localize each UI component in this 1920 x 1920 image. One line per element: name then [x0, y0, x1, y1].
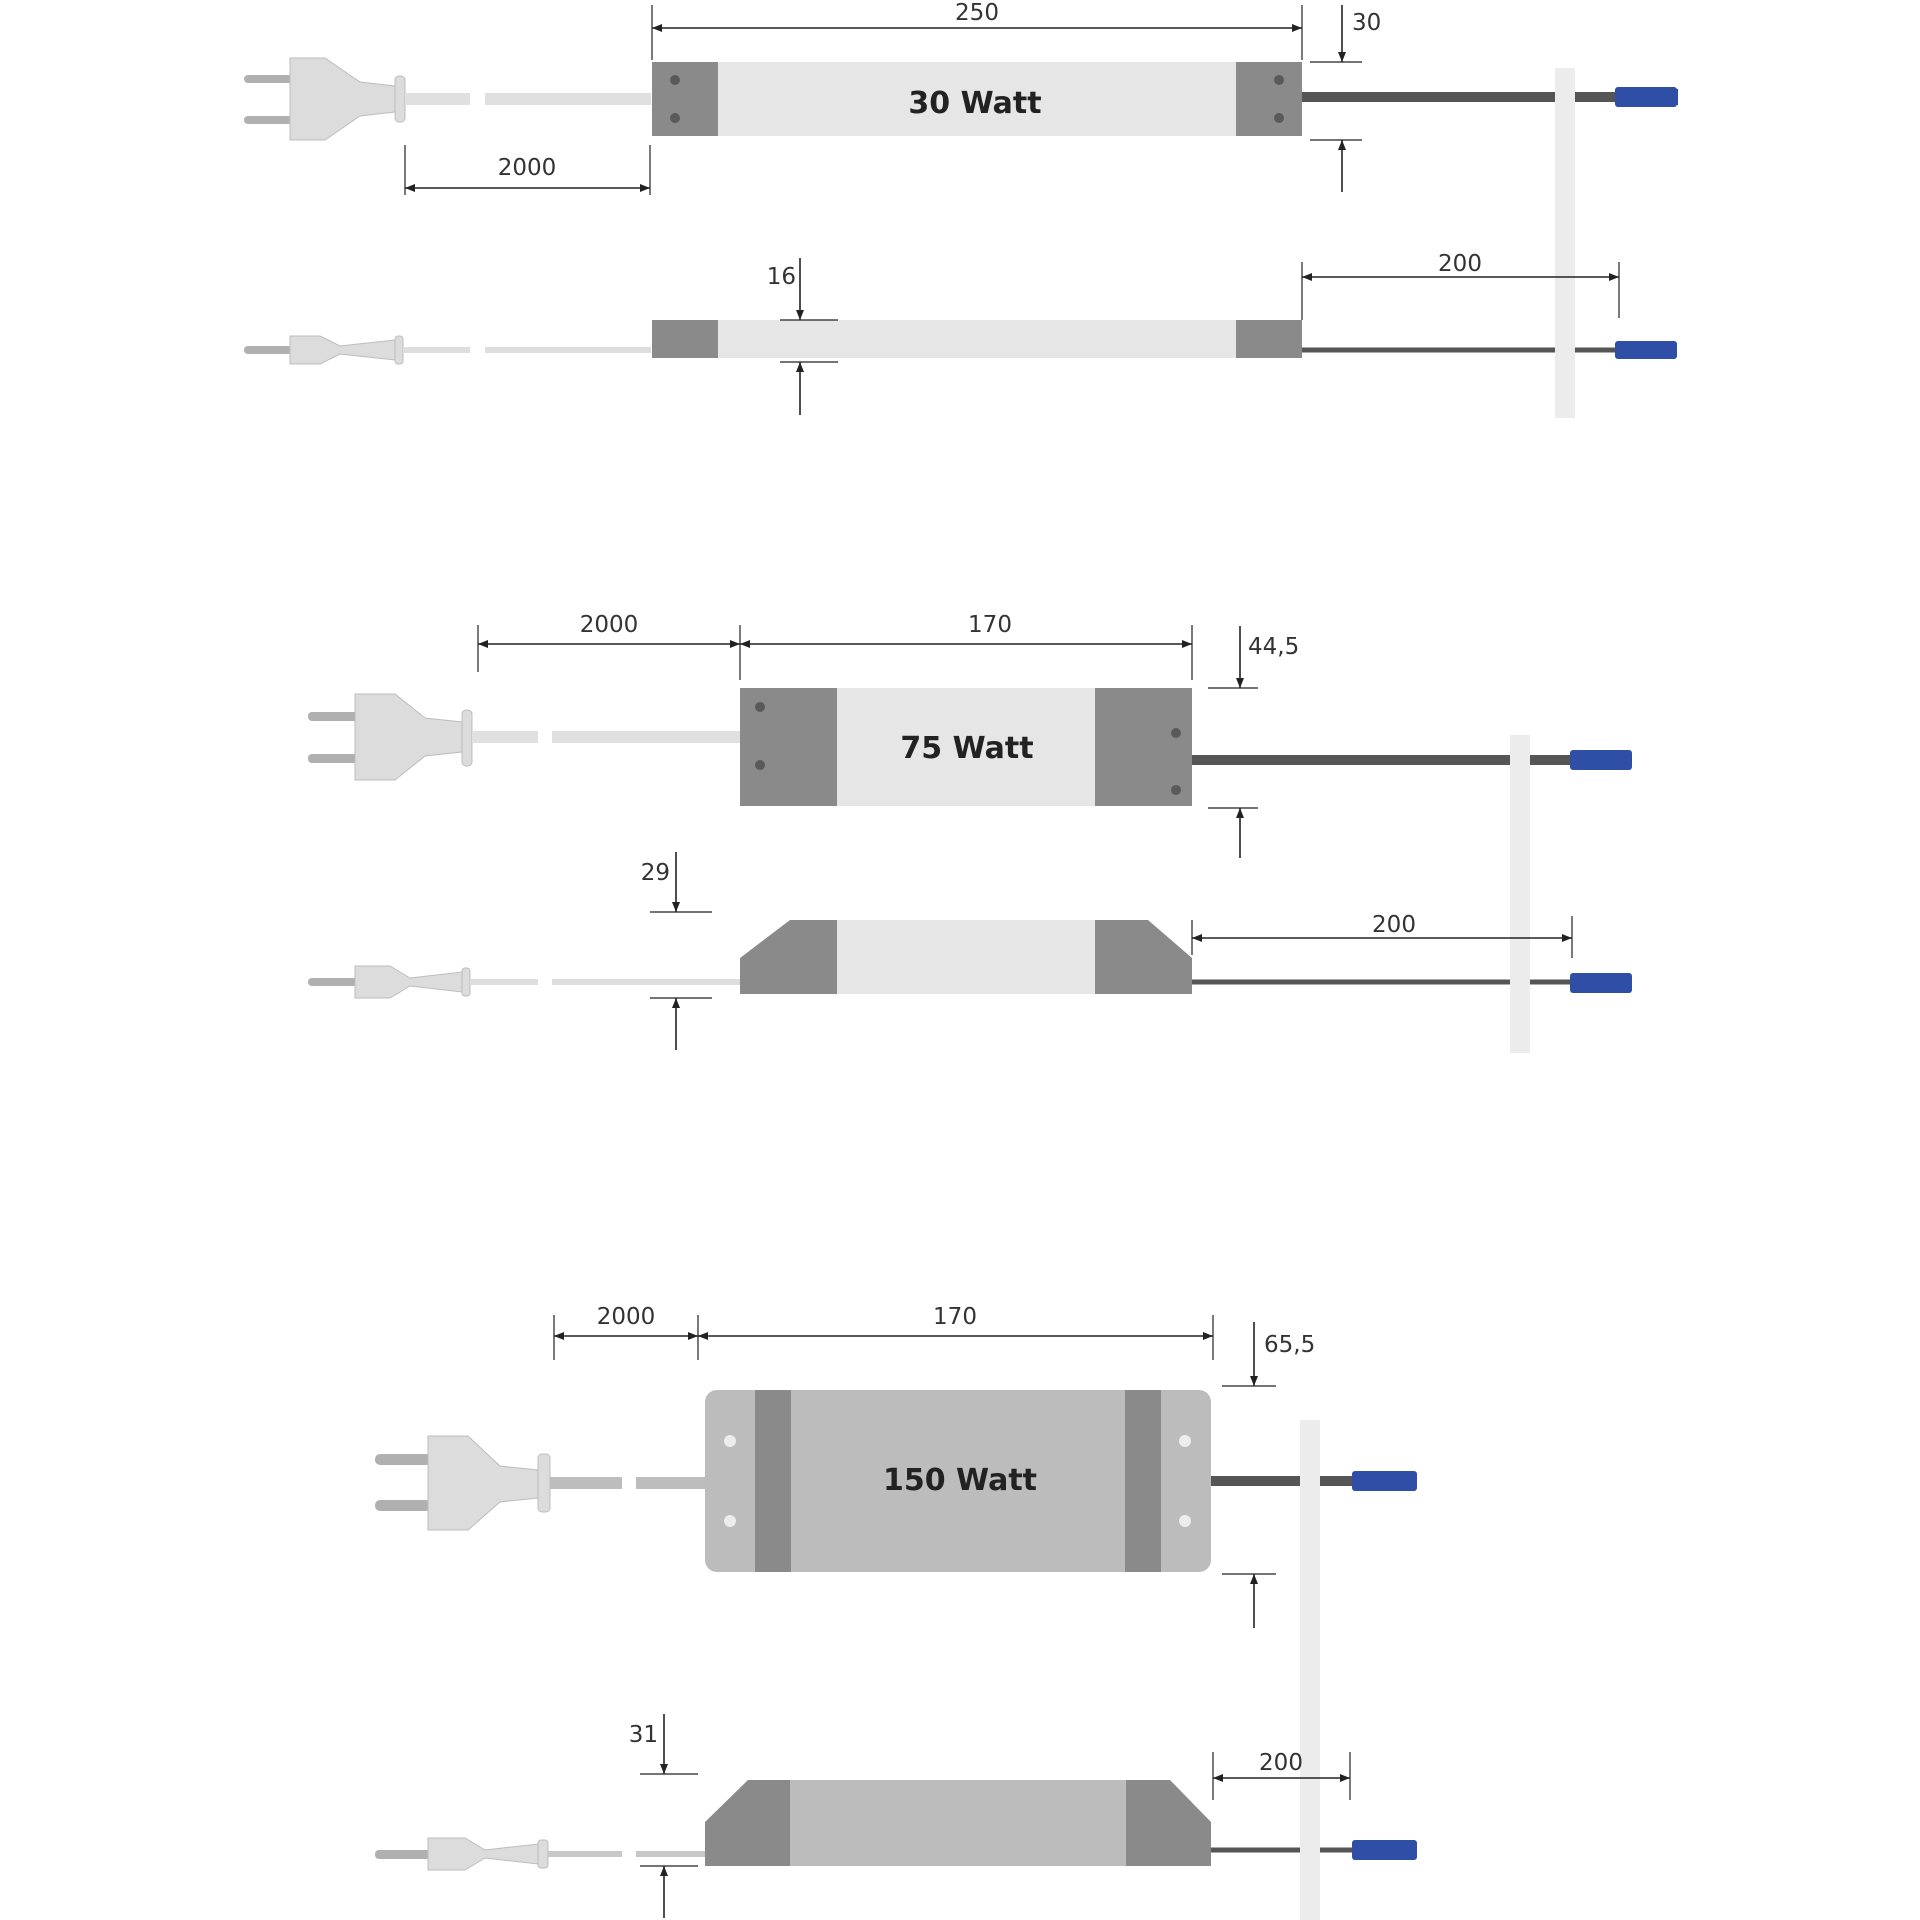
unit-30w: 30 Watt — [244, 0, 1678, 418]
dimension-height-150w: 65,5 — [1222, 1322, 1315, 1628]
connector-icon — [1615, 341, 1677, 359]
connector-icon — [1352, 1471, 1417, 1491]
mounting-wall-150w — [1300, 1420, 1320, 1920]
dimension-depth-150w: 31 — [629, 1714, 698, 1918]
housing-75w-side — [740, 920, 1192, 994]
unit-75w-top-view: 75 Watt — [308, 688, 1632, 806]
svg-text:44,5: 44,5 — [1248, 634, 1299, 660]
dimension-cable-out-30w: 200 — [1301, 251, 1620, 320]
svg-text:16: 16 — [767, 264, 796, 290]
svg-text:250: 250 — [955, 0, 999, 26]
unit-150w-side-view — [375, 1780, 1417, 1871]
svg-text:170: 170 — [933, 1304, 977, 1330]
connector-icon — [1570, 750, 1632, 770]
unit-30w-side-view — [244, 320, 1677, 365]
plug-icon — [244, 57, 406, 141]
svg-text:200: 200 — [1259, 1750, 1303, 1776]
watt-label: 75 Watt — [900, 731, 1033, 766]
svg-text:31: 31 — [629, 1722, 658, 1748]
dimension-cable-out-75w: 200 — [1191, 912, 1573, 958]
housing-30w-side — [652, 320, 1302, 358]
connector-icon — [1570, 973, 1632, 993]
dimension-cable-out-150w: 200 — [1212, 1750, 1351, 1800]
connector-icon — [1615, 87, 1678, 107]
dimension-length-150w: 170 — [698, 1304, 1214, 1360]
housing-150w-side — [705, 1780, 1211, 1866]
dimension-depth-30w: 16 — [767, 258, 838, 415]
dimension-cable-in-75w: 2000 — [477, 612, 741, 680]
watt-label: 150 Watt — [883, 1463, 1037, 1498]
unit-30w-top-view: 30 Watt — [244, 57, 1678, 141]
dimension-length-75w: 170 — [740, 612, 1193, 680]
dimension-depth-75w: 29 — [641, 852, 712, 1050]
dimension-cable-in-30w: 2000 — [404, 145, 651, 195]
dimension-length-30w: 250 — [651, 0, 1303, 60]
plug-icon — [244, 335, 404, 365]
unit-75w-side-view — [308, 920, 1632, 999]
dimension-height-30w: 30 — [1310, 5, 1381, 192]
mounting-wall-75w — [1510, 735, 1530, 1053]
svg-text:2000: 2000 — [580, 612, 639, 638]
svg-text:29: 29 — [641, 860, 670, 886]
dimension-height-75w: 44,5 — [1208, 626, 1299, 858]
unit-75w: 75 Watt — [308, 612, 1632, 1053]
mounting-wall-30w — [1555, 68, 1575, 418]
plug-icon — [308, 693, 473, 781]
unit-150w-top-view: 150 Watt — [375, 1390, 1417, 1572]
housing-150w: 150 Watt — [705, 1390, 1211, 1572]
plug-icon — [375, 1837, 549, 1871]
watt-label: 30 Watt — [908, 86, 1041, 121]
unit-150w: 150 Watt — [375, 1304, 1417, 1920]
plug-icon — [375, 1435, 551, 1531]
connector-icon — [1352, 1840, 1417, 1860]
svg-text:2000: 2000 — [498, 155, 557, 181]
housing-75w: 75 Watt — [740, 688, 1192, 806]
svg-text:30: 30 — [1352, 10, 1381, 36]
housing-30w: 30 Watt — [652, 62, 1302, 136]
svg-text:200: 200 — [1372, 912, 1416, 938]
dimension-cable-in-150w: 2000 — [553, 1304, 699, 1360]
svg-text:65,5: 65,5 — [1264, 1332, 1315, 1358]
svg-text:2000: 2000 — [597, 1304, 656, 1330]
svg-text:170: 170 — [968, 612, 1012, 638]
svg-text:200: 200 — [1438, 251, 1482, 277]
plug-icon — [308, 965, 471, 999]
